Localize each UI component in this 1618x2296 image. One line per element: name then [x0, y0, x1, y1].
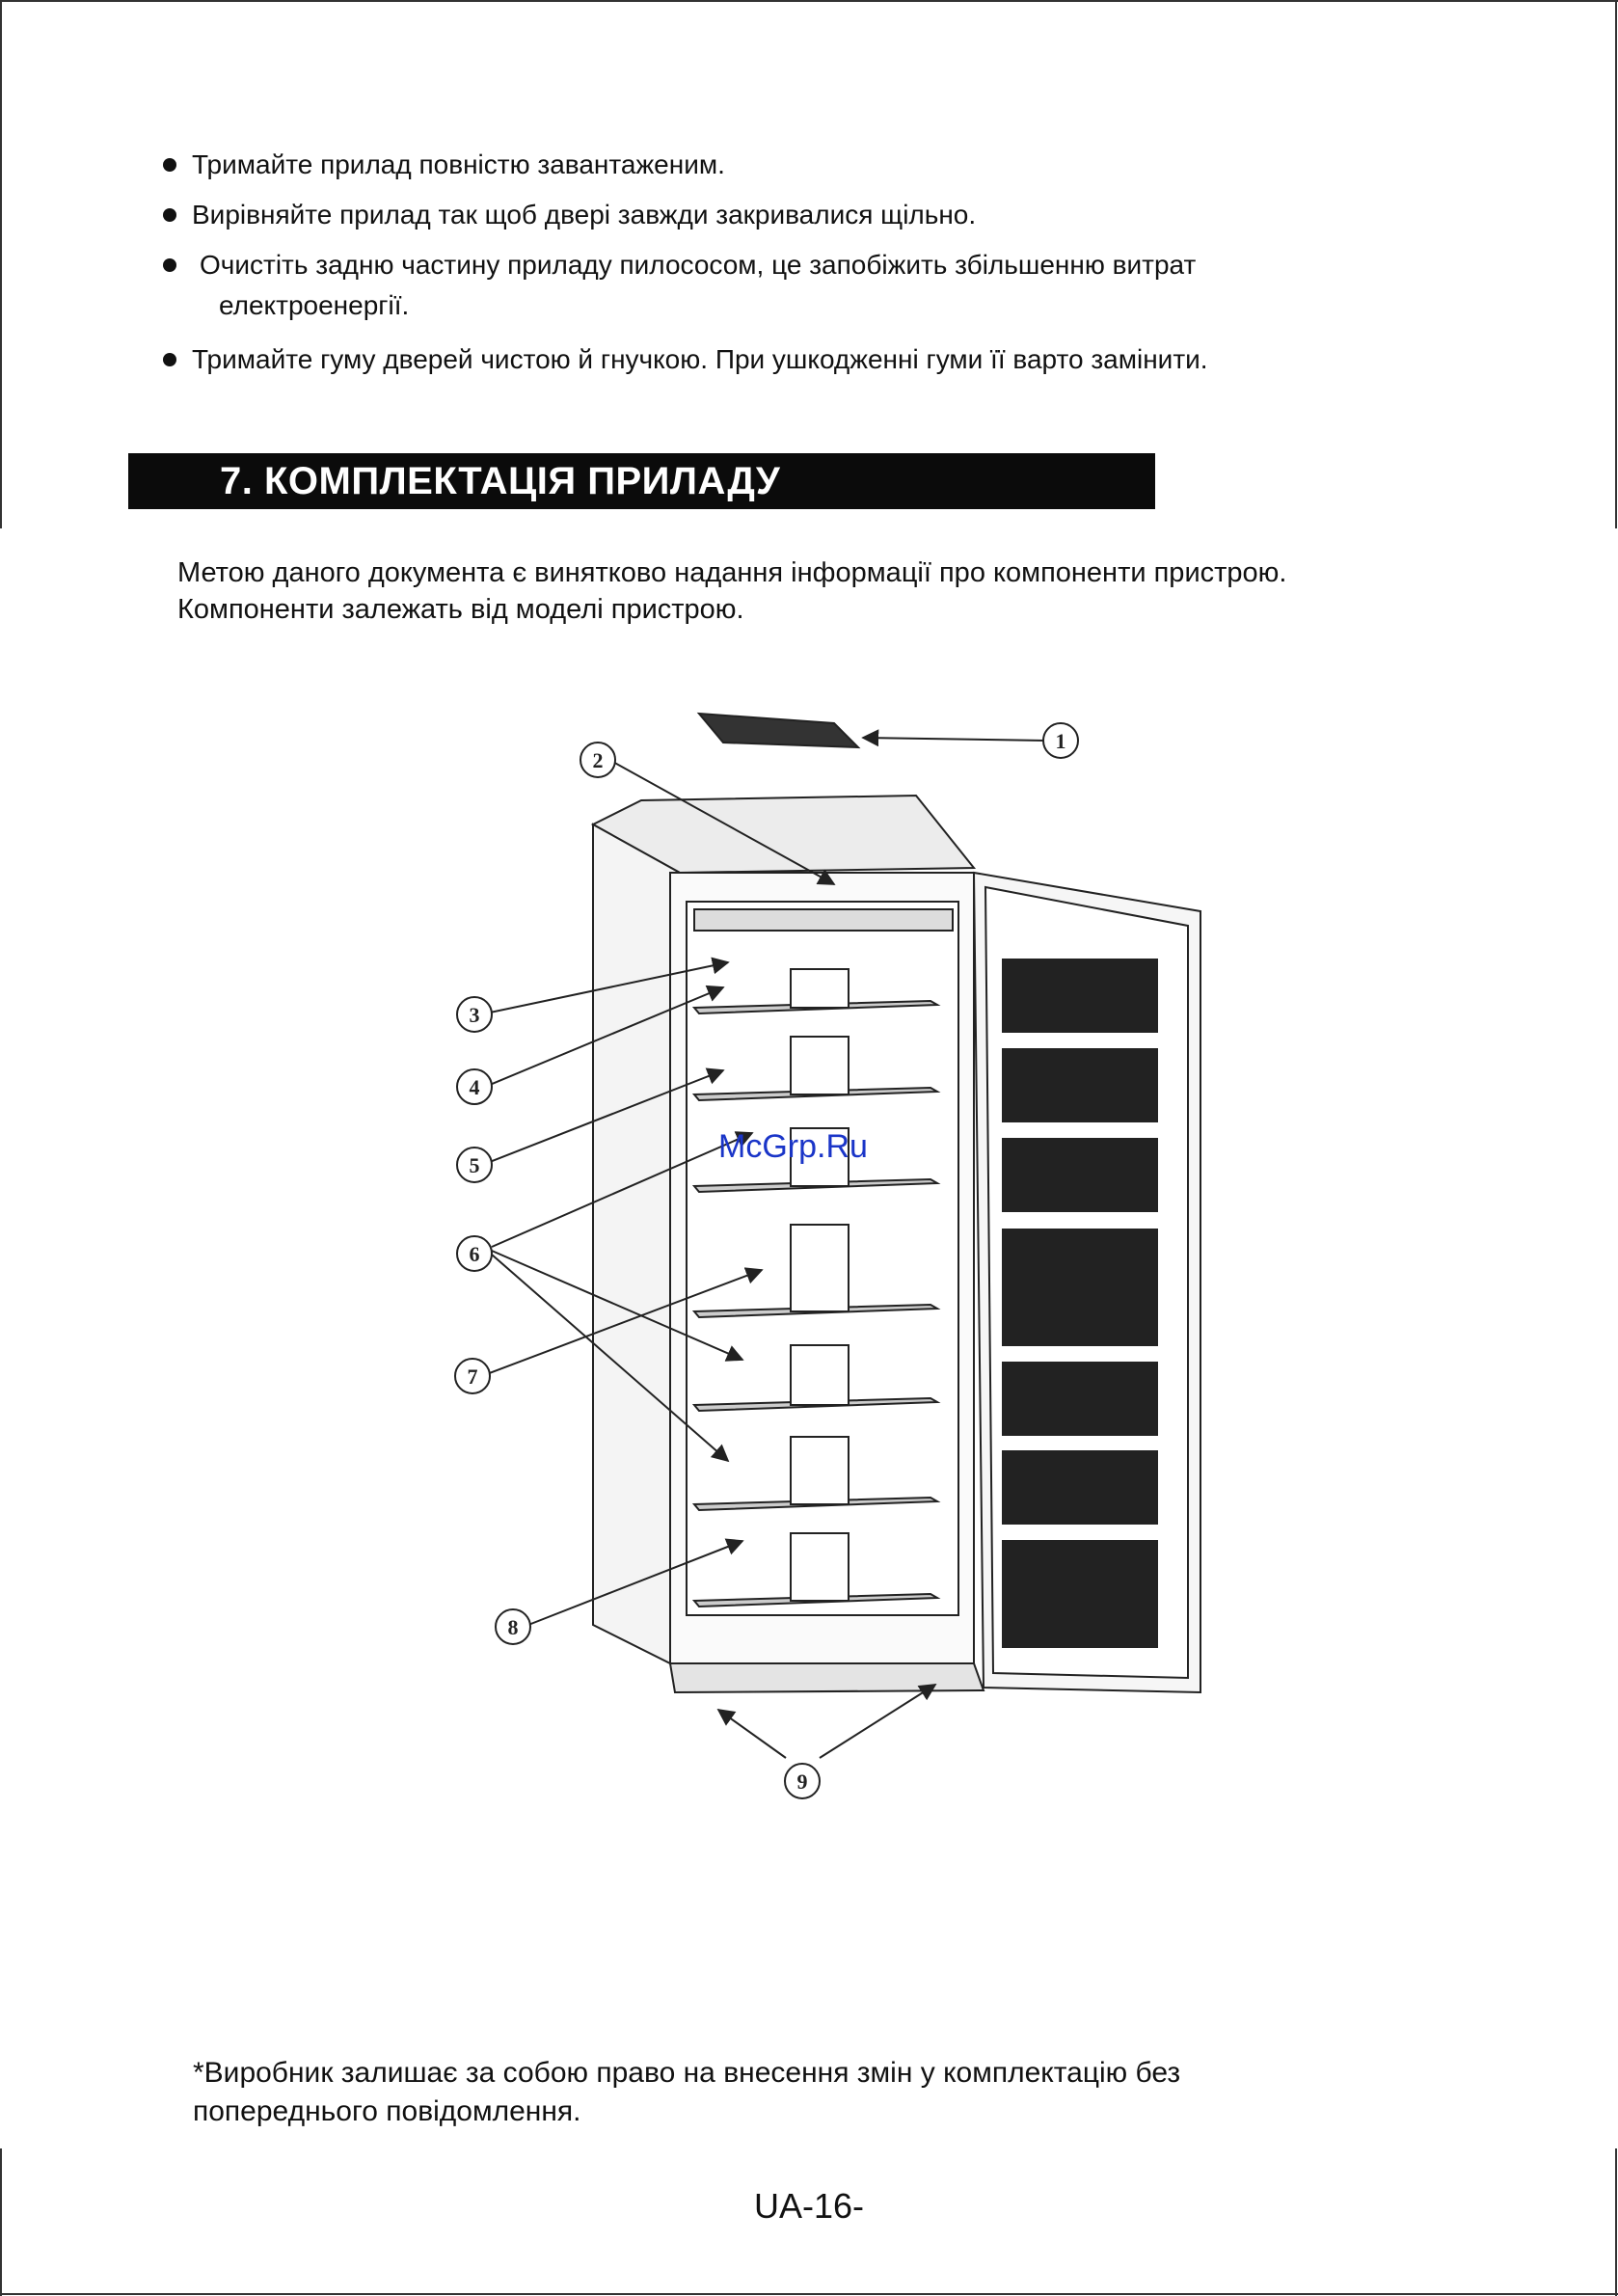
footnote-line: попереднього повідомлення.: [193, 2095, 581, 2127]
list-item-text: Очистіть задню частину приладу пилососом…: [200, 250, 1197, 280]
watermark: McGrp.Ru: [718, 1128, 868, 1165]
callout-label: 5: [470, 1153, 480, 1177]
list-item-text: Вирівняйте прилад так щоб двері завжди з…: [192, 200, 977, 230]
drawer-handles: [790, 968, 849, 1602]
tips-list: Тримайте прилад повністю завантаженим. В…: [159, 145, 1475, 390]
door-panels: [1002, 959, 1158, 1648]
list-item-text: Тримайте гуму дверей чистою й гнучкою. П…: [192, 344, 1208, 374]
callout-5: [456, 1147, 493, 1183]
callout-2: [580, 742, 616, 778]
list-item-text: Тримайте прилад повністю завантаженим.: [192, 149, 725, 179]
border-gap: [0, 528, 4, 2148]
cabinet-base: [668, 1662, 985, 1694]
border-gap: [1613, 528, 1618, 2148]
page-border: [0, 0, 1618, 2]
callout-7: [454, 1358, 491, 1394]
section-header: 7. КОМПЛЕКТАЦІЯ ПРИЛАДУ: [128, 453, 1155, 509]
page-number: UA-16-: [753, 2186, 865, 2226]
callout-label: 1: [1056, 729, 1066, 753]
callout-label: 4: [470, 1075, 480, 1099]
list-item: Тримайте гуму дверей чистою й гнучкою. П…: [159, 339, 1475, 380]
callout-label: 6: [470, 1242, 480, 1266]
section-title: 7. КОМПЛЕКТАЦІЯ ПРИЛАДУ: [220, 460, 781, 502]
callout-label: 3: [470, 1003, 480, 1027]
callout-3: [456, 996, 493, 1033]
freezer-diagram: 1 2 3 4 5 6 7 8 9: [454, 712, 1201, 1799]
intro-line: Компоненти залежать від моделі пристрою.: [177, 594, 744, 625]
footnote-line: *Виробник залишає за собою право на внес…: [193, 2057, 1181, 2089]
intro-paragraph: Метою даного документа є винятково надан…: [177, 554, 1431, 628]
ice-tray: [696, 712, 861, 749]
callout-1: [1042, 722, 1079, 759]
callout-6: [456, 1235, 493, 1272]
list-item: Очистіть задню частину приладу пилососом…: [159, 245, 1475, 326]
callout-label: 9: [797, 1769, 808, 1794]
page-border: [0, 2293, 1618, 2295]
footnote: *Виробник залишає за собою право на внес…: [193, 2054, 1446, 2131]
list-item: Тримайте прилад повністю завантаженим.: [159, 145, 1475, 185]
intro-line: Метою даного документа є винятково надан…: [177, 557, 1287, 588]
callout-9: [784, 1763, 821, 1799]
list-item: Вирівняйте прилад так щоб двері завжди з…: [159, 195, 1475, 235]
callout-label: 8: [508, 1615, 519, 1639]
cabinet-side: [592, 823, 682, 1665]
callout-label: 7: [468, 1364, 478, 1389]
callout-4: [456, 1068, 493, 1105]
callout-label: 2: [593, 748, 604, 772]
control-panel: [693, 908, 954, 932]
list-item-text-continued: електроенергії.: [219, 290, 410, 320]
callout-8: [495, 1608, 531, 1645]
